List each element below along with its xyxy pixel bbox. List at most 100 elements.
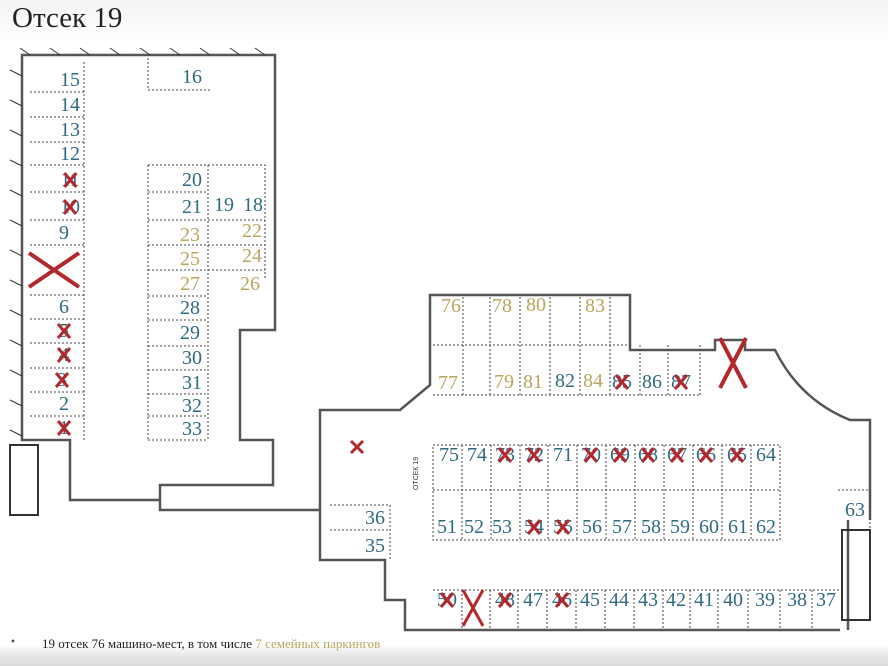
parking-spot-45[interactable]: 45 [580,590,600,610]
spot-number: 31 [182,372,202,394]
parking-spot-38[interactable]: 38 [787,590,807,610]
parking-spot-50[interactable]: 50 [437,590,457,610]
parking-spot-42[interactable]: 42 [666,590,686,610]
parking-spot-30[interactable]: 30 [182,348,202,368]
spot-number: 3 [57,369,67,391]
parking-spot-37[interactable]: 37 [816,590,836,610]
parking-spot-31[interactable]: 31 [182,373,202,393]
parking-spot-67[interactable]: 67 [667,445,687,465]
parking-spot-73[interactable]: 73 [495,445,515,465]
parking-spot-12[interactable]: 12 [60,144,80,164]
parking-spot-21[interactable]: 21 [182,197,202,217]
parking-spot-3[interactable]: 3 [54,369,70,391]
spot-grid-mid [147,58,266,441]
parking-spot-4[interactable]: 4 [56,345,72,365]
parking-spot-78[interactable]: 78 [492,296,512,316]
spot-number: 15 [60,69,80,91]
wall-center [158,293,872,520]
parking-spot-71[interactable]: 71 [553,445,573,465]
parking-spot-85[interactable]: 85 [612,372,632,392]
parking-spot-28[interactable]: 28 [180,298,200,318]
parking-spot-54[interactable]: 54 [524,517,544,537]
parking-spot-56[interactable]: 56 [582,517,602,537]
parking-spot-44[interactable]: 44 [609,590,629,610]
parking-spot-35[interactable]: 35 [365,536,385,556]
parking-spot-81[interactable]: 81 [523,372,543,392]
parking-spot-29[interactable]: 29 [180,323,200,343]
parking-spot-87[interactable]: 87 [671,372,691,392]
parking-spot-80[interactable]: 80 [526,295,546,315]
parking-spot-58[interactable]: 58 [641,517,661,537]
parking-spot-1[interactable]: 1 [56,418,72,438]
parking-spot-15[interactable]: 15 [60,70,80,90]
parking-spot-83[interactable]: 83 [585,296,605,316]
spot-number: 40 [723,589,743,611]
spot-number: 19 [214,194,234,216]
parking-spot-75[interactable]: 75 [439,445,459,465]
spot-grid-left [30,62,85,440]
parking-spot-20[interactable]: 20 [182,170,202,190]
parking-spot-61[interactable]: 61 [728,517,748,537]
parking-spot-11[interactable]: 11 [60,170,79,190]
parking-spot-53[interactable]: 53 [492,517,512,537]
parking-spot-65[interactable]: 65 [727,445,747,465]
parking-spot-33[interactable]: 33 [182,419,202,439]
parking-spot-52[interactable]: 52 [464,517,484,537]
parking-spot-6[interactable]: 6 [59,297,69,317]
parking-spot-76[interactable]: 76 [441,296,461,316]
parking-spot-18[interactable]: 18 [243,195,263,215]
parking-spot-66[interactable]: 66 [696,445,716,465]
parking-spot-82[interactable]: 82 [555,371,575,391]
parking-spot-63[interactable]: 63 [845,500,865,520]
parking-spot-84[interactable]: 84 [583,371,603,391]
spot-number: 38 [787,589,807,611]
blocked-spot-x-icon [461,589,485,627]
parking-spot-74[interactable]: 74 [467,445,487,465]
spot-number: 50 [437,589,457,611]
parking-spot-32[interactable]: 32 [182,396,202,416]
parking-spot-25[interactable]: 25 [180,249,200,269]
parking-spot-16[interactable]: 16 [182,67,202,87]
parking-spot-22[interactable]: 22 [242,221,262,241]
parking-spot-10[interactable]: 10 [60,197,80,217]
spot-number: 58 [641,516,661,538]
spot-number: 57 [612,516,632,538]
bullet: • [10,637,16,648]
parking-spot-70[interactable]: 70 [581,445,601,465]
parking-spot-57[interactable]: 57 [612,517,632,537]
parking-spot-60[interactable]: 60 [699,517,719,537]
parking-spot-9[interactable]: 9 [59,223,69,243]
parking-spot-27[interactable]: 27 [180,274,200,294]
parking-spot-79[interactable]: 79 [494,372,514,392]
parking-spot-13[interactable]: 13 [60,120,80,140]
parking-spot-55[interactable]: 55 [553,517,573,537]
parking-spot-39[interactable]: 39 [755,590,775,610]
parking-spot-59[interactable]: 59 [670,517,690,537]
parking-spot-41[interactable]: 41 [694,590,714,610]
spot-number: 36 [365,507,385,529]
parking-spot-51[interactable]: 51 [437,517,457,537]
spot-number: 20 [182,169,202,191]
parking-spot-86[interactable]: 86 [642,372,662,392]
parking-spot-64[interactable]: 64 [756,445,776,465]
parking-spot-62[interactable]: 62 [756,517,776,537]
spot-number: 41 [694,589,714,611]
parking-spot-69[interactable]: 69 [610,445,630,465]
parking-spot-43[interactable]: 43 [638,590,658,610]
parking-spot-19[interactable]: 19 [214,195,234,215]
parking-spot-77[interactable]: 77 [438,373,458,393]
parking-spot-68[interactable]: 68 [638,445,658,465]
parking-spot-40[interactable]: 40 [723,590,743,610]
parking-spot-24[interactable]: 24 [242,246,262,266]
parking-spot-72[interactable]: 72 [524,445,544,465]
parking-spot-46[interactable]: 46 [552,590,572,610]
parking-spot-5[interactable]: 5 [56,321,72,341]
parking-spot-48[interactable]: 48 [495,590,515,610]
spot-number: 12 [60,143,80,165]
parking-spot-2[interactable]: 2 [59,394,69,414]
parking-spot-47[interactable]: 47 [523,590,543,610]
parking-spot-23[interactable]: 23 [180,225,200,245]
parking-spot-14[interactable]: 14 [60,95,80,115]
parking-spot-26[interactable]: 26 [240,274,260,294]
parking-spot-36[interactable]: 36 [365,508,385,528]
